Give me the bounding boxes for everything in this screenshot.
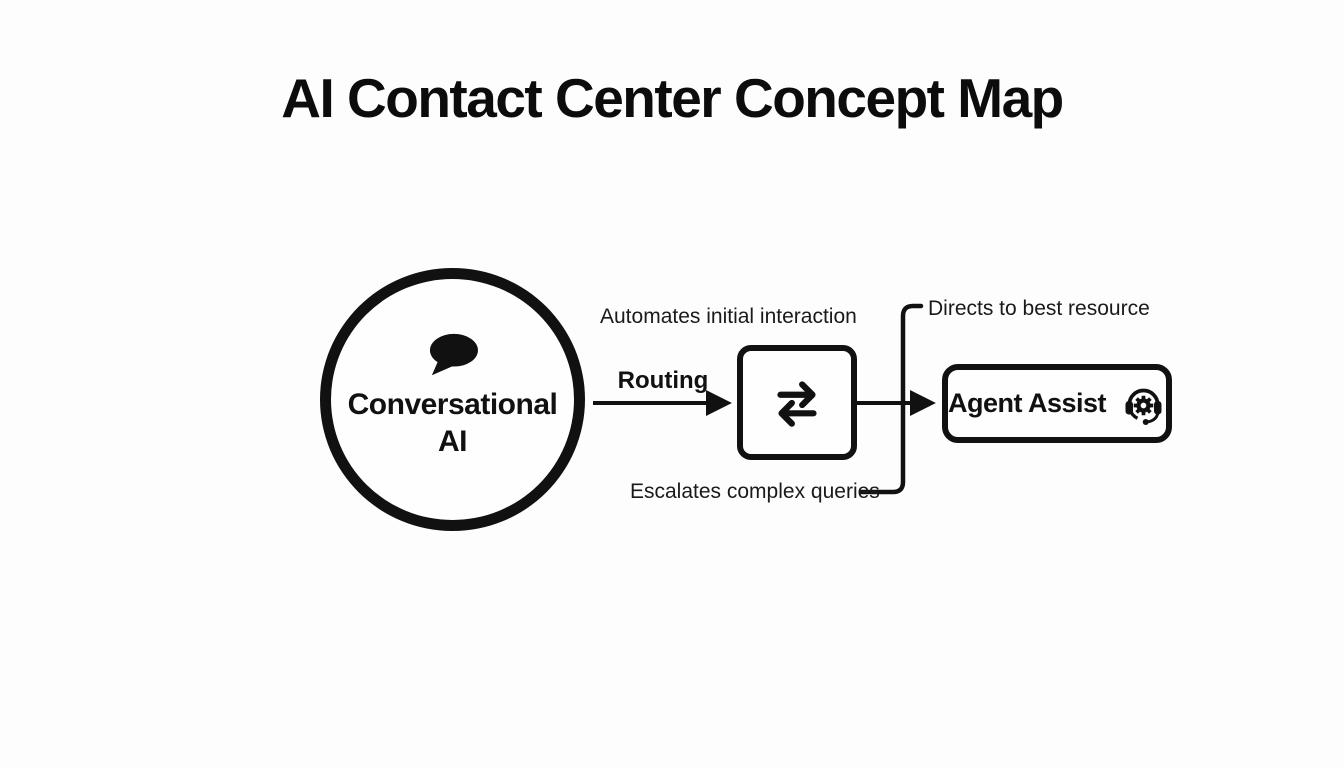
speech-bubble-icon — [429, 333, 478, 375]
routing-edge-label: Routing — [617, 367, 709, 394]
headset-gear-icon — [1125, 388, 1162, 425]
node-routing-switch — [737, 345, 857, 460]
agent-assist-label: Agent Assist — [948, 388, 1107, 418]
conversational-ai-label-line1: Conversational — [347, 387, 558, 421]
conversational-ai-label-line2: AI — [438, 424, 468, 458]
node-conversational-ai: Conversational AI — [320, 268, 585, 531]
directs-annotation: Directs to best resource — [928, 297, 1150, 320]
gear-glyph — [1133, 395, 1154, 415]
swap-arrows-icon — [777, 380, 817, 427]
escalates-annotation: Escalates complex queries — [630, 480, 880, 503]
page-title: AI Contact Center Concept Map — [281, 67, 1064, 129]
node-agent-assist: Agent Assist — [942, 364, 1172, 443]
bracket-connector — [858, 303, 924, 495]
automates-annotation: Automates initial interaction — [600, 305, 857, 328]
